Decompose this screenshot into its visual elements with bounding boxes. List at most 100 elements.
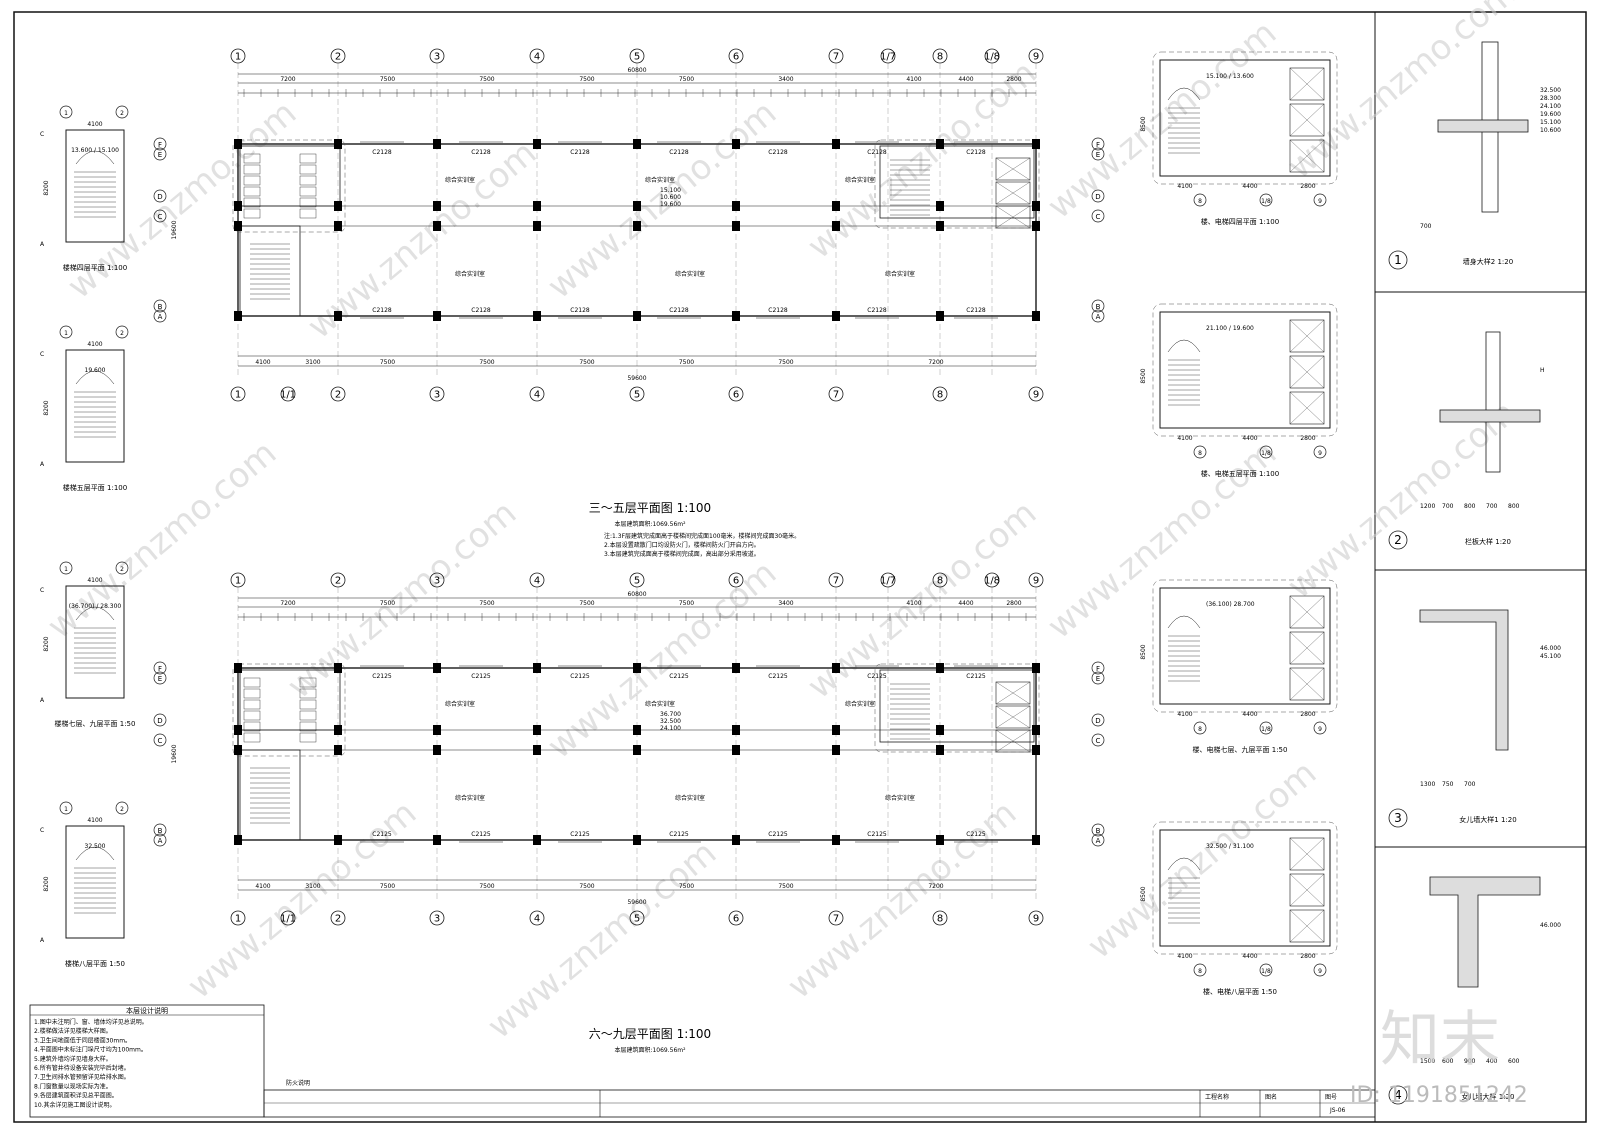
room-label: 综合实训室 [885, 794, 915, 802]
elevator-shaft [995, 681, 1031, 705]
axis-label: 2 [120, 806, 124, 813]
detail-dimension: 4400 [1242, 435, 1257, 442]
structural-column [832, 311, 840, 321]
window-tag: C2125 [372, 831, 392, 838]
notes-line: 9.各层建筑面积详见总平面图。 [34, 1092, 118, 1100]
watermark-text: www.znzmo.com [180, 793, 424, 1007]
watermark-text: www.znzmo.com [540, 553, 784, 767]
axis-label: 6 [733, 52, 739, 63]
structural-column [234, 663, 242, 673]
axis-label: 9 [1318, 450, 1322, 457]
axis-bubble [153, 189, 167, 203]
window-tag: C2128 [471, 307, 491, 314]
axis-bubble [1091, 823, 1105, 837]
axis-bubble [629, 386, 645, 402]
detail-number: 1 [1394, 253, 1402, 267]
elevator-shaft [1289, 391, 1325, 425]
stair-detail-outline [65, 129, 125, 243]
structural-column [334, 835, 342, 845]
detail-dimension: 4400 [1242, 953, 1257, 960]
structural-column [334, 221, 342, 231]
axis-bubble [828, 386, 844, 402]
toilet-stall [243, 699, 261, 710]
axis-label: 7 [833, 52, 839, 63]
axis-label: 7 [833, 390, 839, 401]
axis-bubble [280, 910, 296, 926]
structural-column [533, 139, 541, 149]
toilet-stall [243, 688, 261, 699]
axis-bubble [230, 910, 246, 926]
axis-bubble [1028, 910, 1044, 926]
detail-dimension: 800 [1464, 503, 1476, 510]
bay-dimension: 7200 [928, 359, 943, 366]
axis-label: F [158, 665, 162, 673]
notes-line: 6.所有管井待设备安装完毕后封堵。 [34, 1064, 130, 1072]
structural-column [433, 221, 441, 231]
detail-elevation: 21.100 / 19.600 [1206, 325, 1254, 332]
bay-dimension: 7500 [579, 883, 594, 890]
top-plan-note-2: 2.本层设置疏散门口均设防火门，楼梯间防火门开启方向。 [604, 541, 760, 549]
id-stamp: ID: 1191851242 [1350, 1083, 1528, 1108]
detail-dimension: 1500 [1420, 1058, 1435, 1065]
structural-column [936, 835, 944, 845]
stair-elevator-core [879, 145, 1035, 219]
elevator-shaft [1289, 631, 1325, 665]
toilet-stall [299, 677, 317, 688]
watermark-text: www.znzmo.com [1280, 0, 1524, 187]
toilet-stall [299, 153, 317, 164]
structural-column [832, 745, 840, 755]
axis-label: D [157, 717, 162, 725]
axis-label: C [40, 827, 44, 834]
landing-arc [1167, 339, 1201, 353]
bay-dimension: 7500 [778, 883, 793, 890]
structural-column [936, 201, 944, 211]
bay-dimension: 4400 [958, 600, 973, 607]
axis-label: A [40, 461, 45, 468]
structural-column [433, 663, 441, 673]
axis-label: 6 [733, 390, 739, 401]
structural-column [732, 663, 740, 673]
watermark-text: www.znzmo.com [40, 433, 284, 647]
room-label: 综合实训室 [455, 270, 485, 278]
detail-callout-outline [1152, 579, 1338, 713]
title-block-label: 防火说明 [286, 1079, 310, 1087]
axis-label: 1/1 [280, 390, 296, 401]
axis-label: 1/8 [1261, 726, 1271, 733]
window-tag: C2128 [570, 307, 590, 314]
axis-bubble [728, 910, 744, 926]
axis-bubble [828, 910, 844, 926]
room-label: 综合实训室 [645, 176, 675, 184]
axis-label: 4 [534, 52, 540, 63]
window-tag: C2128 [372, 307, 392, 314]
toilet-stall [299, 175, 317, 186]
detail-number-bubble [1388, 530, 1408, 550]
watermark-text: www.znzmo.com [1040, 433, 1284, 647]
window-tag: C2128 [966, 149, 986, 156]
core-detail-outline [1159, 587, 1331, 705]
detail-elevation: 19.600 [85, 367, 106, 374]
axis-bubble [153, 299, 167, 313]
structural-column [334, 745, 342, 755]
detail-depth: 8200 [43, 876, 50, 891]
toilet-stall [299, 164, 317, 175]
structural-column [633, 745, 641, 755]
toilet-stall [243, 153, 261, 164]
bay-dimension: 7500 [579, 76, 594, 83]
axis-label: 1 [235, 52, 241, 63]
axis-bubble [429, 910, 445, 926]
axis-bubble [1028, 386, 1044, 402]
axis-label: 1 [235, 914, 241, 925]
axis-label: 3 [434, 576, 440, 587]
axis-bubble [153, 209, 167, 223]
window-tag: C2128 [471, 149, 491, 156]
bay-dimension: 3100 [305, 883, 320, 890]
detail-number-bubble [1388, 808, 1408, 828]
window-tag: C2125 [966, 831, 986, 838]
structural-column [533, 835, 541, 845]
bay-dimension: 7500 [479, 76, 494, 83]
axis-label: 5 [634, 52, 640, 63]
detail-title: 楼、电梯四层平面 1:100 [1201, 217, 1279, 226]
axis-label: 8 [1198, 968, 1202, 975]
detail-dimension: 2800 [1300, 435, 1315, 442]
elevation-mark: 15.100 [660, 187, 681, 194]
